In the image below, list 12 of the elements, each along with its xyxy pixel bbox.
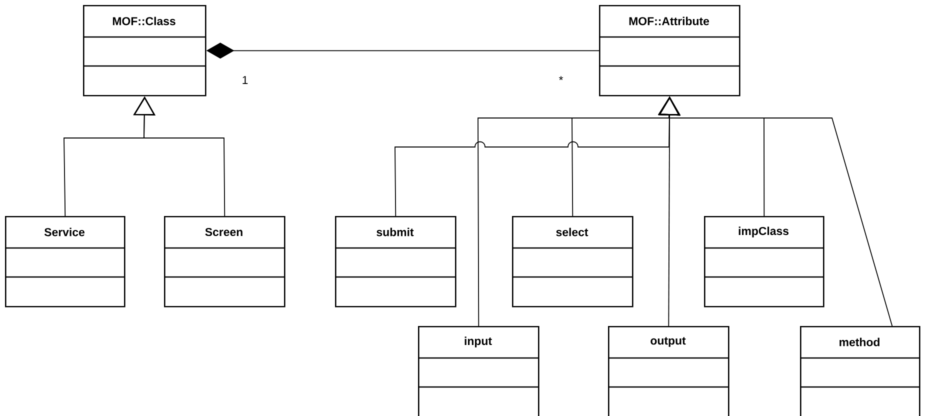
class-box: select <box>512 216 634 308</box>
class-box: output <box>608 326 730 416</box>
class-box: submit <box>335 216 456 308</box>
class-box: Service <box>5 216 126 308</box>
class-box: Screen <box>164 216 286 308</box>
class-box: impClass <box>704 216 824 308</box>
class-box: MOF::Attribute <box>599 5 740 96</box>
class-box: method <box>800 326 920 416</box>
class-box: input <box>418 326 540 416</box>
class-box: MOF::Class <box>83 5 206 96</box>
multiplicity-label: 1 <box>242 76 248 84</box>
multiplicity-label: * <box>558 76 564 80</box>
